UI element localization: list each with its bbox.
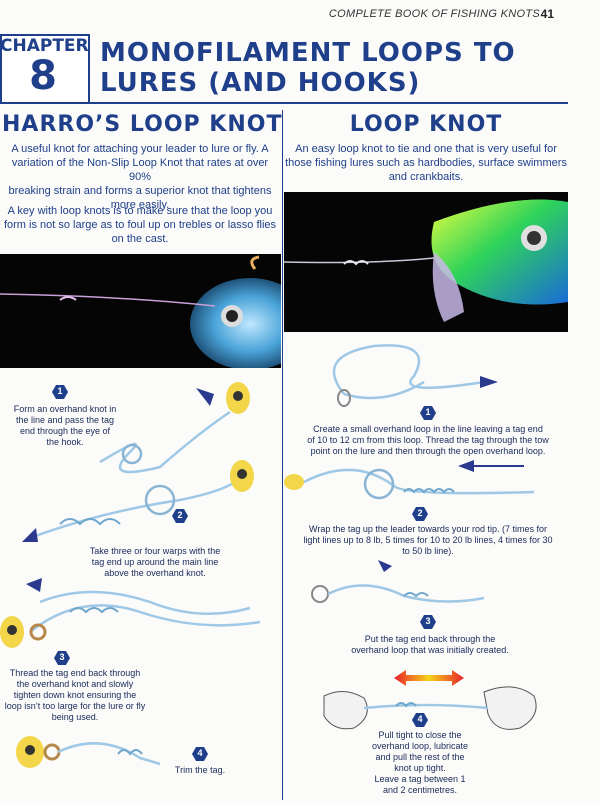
left-intro-line: more easily. (110, 199, 170, 211)
running-header: COMPLETE BOOK OF FISHING KNOTS (328, 8, 540, 20)
step-4-badge-icon (192, 747, 208, 761)
right-step-4-badge-icon (412, 713, 428, 727)
step-line: above the overhand knot. (104, 568, 206, 578)
left-intro: A useful knot for attaching your leader … (0, 142, 280, 212)
step-line: the line and pass the tag (15, 415, 115, 425)
page-number: 41 (540, 7, 554, 21)
step-number: 3 (425, 616, 431, 626)
step-line: being used. (51, 712, 99, 722)
right-step-2-badge-icon (412, 507, 428, 521)
step-line: Take three or four warps with the (89, 546, 221, 556)
step-line: Trim the tag. (174, 765, 226, 775)
step-number: 2 (417, 508, 423, 518)
right-intro-line: An easy loop knot to tie and one that is… (295, 143, 557, 155)
left-intro-line: variation of the Non-Slip Loop Knot that… (11, 157, 269, 183)
lure-photo-illustration (0, 255, 281, 368)
step-line: Form an overhand knot in (13, 404, 117, 414)
right-intro: An easy loop knot to tie and one that is… (284, 142, 568, 184)
chapter-title: MONOFILAMENT LOOPS TO LURES (AND HOOKS) (100, 38, 560, 98)
left-intro-line: breaking strain and forms a superior kno… (8, 185, 272, 197)
left-tip-line: A key with loop knots is to make sure th… (7, 205, 273, 217)
right-step-1-text: Create a small overhand loop in the line… (292, 424, 564, 457)
left-tip-line: on the cast. (111, 233, 169, 245)
step-line: point on the lure and then through the o… (310, 446, 546, 456)
step-line: Pull tight to close the (378, 730, 462, 740)
step-line: Wrap the tag up the leader towards your … (309, 524, 547, 534)
left-tip: A key with loop knots is to make sure th… (0, 204, 280, 246)
loop-knot-photo (284, 192, 568, 332)
step-line: of 10 to 12 cm from this loop. Thread th… (307, 435, 549, 445)
step-line: loop isn’t too large for the lure or fly (4, 701, 146, 711)
step-line: the hook. (46, 437, 84, 447)
step-line: Put the tag end back through the (364, 634, 496, 644)
step-1-badge-icon (52, 385, 68, 399)
left-step-1-text: Form an overhand knot in the line and pa… (10, 404, 120, 448)
step-number: 4 (417, 714, 423, 724)
right-step-3-text: Put the tag end back through the overhan… (320, 634, 540, 656)
right-intro-line: and crankbaits. (388, 171, 464, 183)
step-line: overhand loop that was initially created… (351, 645, 509, 655)
right-section-title: LOOP KNOT (349, 112, 503, 137)
left-intro-line: A useful knot for attaching your leader … (11, 143, 269, 155)
chapter-number: 8 (29, 53, 57, 99)
right-step-2-text: Wrap the tag up the leader towards your … (292, 524, 564, 557)
chapter-label: CHAPTER (0, 36, 89, 56)
chapter-title-line2: LURES (AND HOOKS) (100, 68, 421, 98)
right-intro-line: those fishing lures such as hardbodies, … (285, 157, 567, 169)
left-section-title: HARRO’S LOOP KNOT (2, 112, 283, 137)
chapter-box (0, 34, 90, 104)
step-line: and 2 centimetres. (382, 785, 458, 795)
crankbait-photo-illustration (284, 199, 568, 322)
harros-knot-photo (0, 254, 281, 368)
harros-knot-diagrams (0, 382, 261, 768)
step-number: 1 (57, 386, 63, 396)
step-number: 2 (177, 510, 183, 520)
step-2-badge-icon (172, 509, 188, 523)
column-divider (282, 110, 283, 800)
step-number: 4 (197, 748, 203, 758)
loop-knot-diagrams (284, 344, 537, 730)
right-step-1-badge-icon (420, 406, 436, 420)
left-step-4-text: Trim the tag. (170, 765, 230, 776)
step-line: and pull the rest of the (375, 752, 465, 762)
step-line: Leave a tag between 1 (374, 774, 466, 784)
left-step-2-text: Take three or four warps with the tag en… (70, 546, 240, 579)
right-step-3-badge-icon (420, 615, 436, 629)
step-line: Create a small overhand loop in the line… (313, 424, 543, 434)
title-rule (0, 102, 568, 104)
step-number: 3 (59, 652, 65, 662)
step-line: tighten down knot ensuring the (13, 690, 137, 700)
step-number: 1 (425, 407, 431, 417)
left-tip-line: form is not so large as to foul up on tr… (3, 219, 277, 231)
step-line: end through the eye of (19, 426, 111, 436)
step-line: knot up tight. (394, 763, 446, 773)
right-step-4-text: Pull tight to close the overhand loop, l… (350, 730, 490, 796)
step-line: to 50 lb line). (402, 546, 454, 556)
step-line: Thread the tag end back through (9, 668, 141, 678)
step-line: light lines up to 8 lb, 5 times for 10 t… (303, 535, 553, 545)
step-line: tag end up around the main line (91, 557, 219, 567)
step-3-badge-icon (54, 651, 70, 665)
left-step-3-text: Thread the tag end back through the over… (0, 668, 150, 723)
step-line: the overhand knot and slowly (16, 679, 134, 689)
step-line: overhand loop, lubricate (371, 741, 469, 751)
chapter-title-line1: MONOFILAMENT LOOPS TO (100, 38, 516, 68)
